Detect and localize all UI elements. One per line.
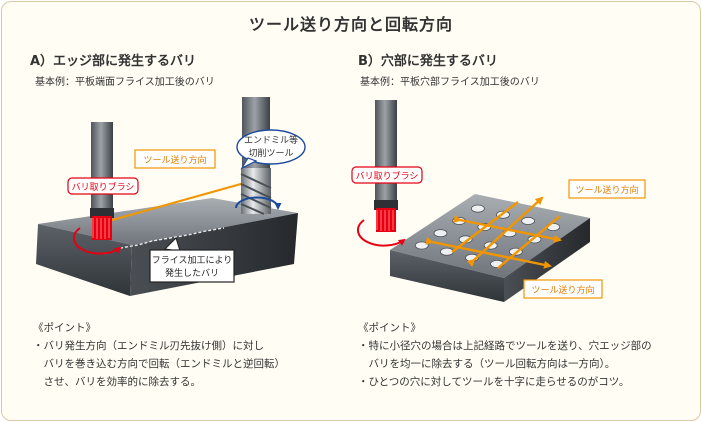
section-a-subtitle: 基本例：平板端面フライス加工後のバリ	[35, 77, 215, 88]
tool-label-bubble	[236, 129, 306, 165]
workpiece-b-front	[390, 250, 504, 302]
brush-label-a: バリ取りブラシ	[72, 181, 135, 193]
feed-arrow-b-diag3	[453, 214, 562, 243]
tool-label-line1: エンドミル等	[244, 134, 298, 146]
brush-b	[374, 100, 398, 232]
feed-arrow-b-diag5	[497, 215, 561, 269]
points-b-line2: バリを均一に除去する（ツール回転方向は一方向）。	[358, 358, 616, 370]
hole	[470, 204, 485, 213]
workpiece-a-front	[36, 224, 132, 296]
points-a-line3: させ、バリを効率的に除去する。	[33, 376, 201, 388]
feed-arrow-a	[97, 179, 250, 226]
burr-callout-line2: 発生したバリ	[165, 267, 219, 279]
points-b-title: 《ポイント》	[358, 322, 421, 334]
hole	[433, 229, 448, 238]
brush-rotation-a-icon	[73, 227, 122, 255]
points-a-title: 《ポイント》	[33, 322, 96, 334]
tool-label-line2: 切削ツール	[248, 147, 293, 159]
feed-arrow-b-diag2	[425, 236, 552, 269]
burr-callout-box	[149, 249, 235, 283]
brush-label-b: バリ取りブラシ	[356, 170, 419, 182]
feed-label-a-box	[134, 149, 216, 169]
hole	[414, 241, 429, 250]
brush-rotation-b-icon	[357, 219, 406, 247]
points-b-line3: ・ひとつの穴に対してツールを十字に走らせるのがコツ。	[358, 376, 630, 388]
feed-arrow-b-diag4	[451, 201, 519, 253]
tool-rotation-icon	[235, 196, 282, 210]
section-b-subtitle: 基本例：平板穴部フライス加工後のバリ	[360, 77, 540, 88]
feed-label-a: ツール送り方向	[143, 154, 206, 166]
burr-edge	[119, 227, 225, 249]
section-b-heading: B）穴部に発生するバリ	[358, 54, 498, 69]
brush-label-a-box	[67, 177, 139, 195]
feed-label-b2-box	[523, 279, 603, 299]
hole	[439, 247, 454, 256]
page-title: ツール送り方向と回転方向	[248, 15, 453, 34]
burr-callout-line1: フライス加工により	[152, 255, 233, 266]
brush-label-b-box	[351, 166, 423, 184]
points-a-line2: バリを巻き込む方向で回転（エンドミルと逆回転）	[33, 358, 285, 370]
feed-label-b1: ツール送り方向	[575, 184, 638, 196]
points-b-line1: ・特に小径穴の場合は上記経路でツールを送り、穴エッジ部の	[358, 340, 652, 352]
feed-label-b1-box	[568, 179, 646, 199]
feed-label-b2: ツール送り方向	[531, 284, 594, 296]
hole	[521, 216, 535, 225]
points-a-line1: ・バリ発生方向（エンドミル刃先抜け側）に対し	[33, 340, 264, 352]
section-a-heading: A）エッジ部に発生するバリ	[30, 54, 197, 69]
